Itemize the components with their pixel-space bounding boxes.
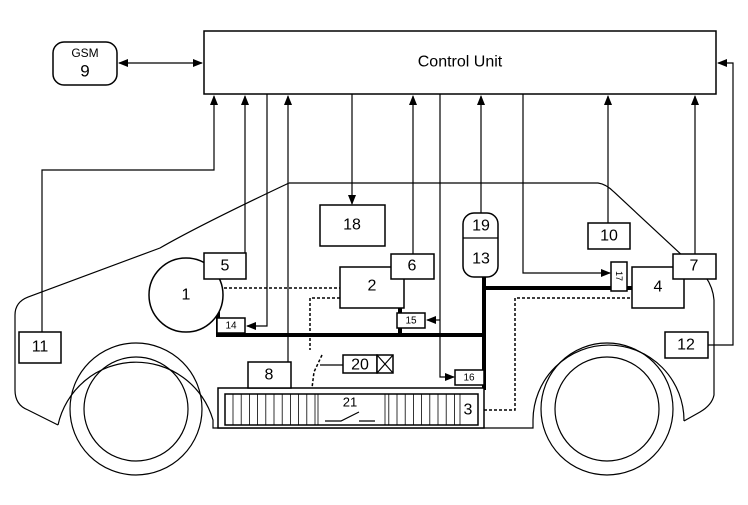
svg-text:14: 14 — [225, 321, 237, 332]
svg-text:5: 5 — [221, 258, 230, 275]
gsm-module: GSM 9 — [52, 41, 118, 86]
component-15: 15 — [396, 312, 426, 329]
svg-text:16: 16 — [463, 373, 475, 384]
gsm-number: 9 — [80, 62, 89, 81]
svg-text:19: 19 — [472, 218, 490, 235]
svg-text:20: 20 — [351, 357, 369, 374]
label-3: 3 — [464, 402, 473, 419]
svg-text:8: 8 — [265, 367, 274, 384]
gsm-title: GSM — [71, 46, 98, 60]
component-20: 20 — [342, 354, 394, 374]
svg-text:4: 4 — [654, 279, 663, 296]
battery-3: 21 3 — [217, 387, 485, 429]
rear-wheel — [540, 342, 674, 476]
front-wheel — [69, 342, 203, 476]
component-18: 18 — [319, 204, 386, 247]
label-21: 21 — [343, 395, 357, 410]
component-11: 11 — [18, 331, 62, 364]
component-17: 17 — [610, 261, 628, 292]
signal-lines — [41, 59, 734, 381]
svg-text:18: 18 — [343, 217, 361, 234]
svg-text:11: 11 — [32, 339, 49, 356]
cross-icon — [376, 354, 394, 374]
component-8: 8 — [247, 361, 292, 389]
component-5: 5 — [203, 252, 247, 280]
svg-text:6: 6 — [408, 258, 417, 275]
control-unit-label: Control Unit — [418, 54, 503, 71]
svg-text:1: 1 — [182, 287, 191, 304]
component-6: 6 — [390, 253, 435, 280]
svg-text:2: 2 — [368, 278, 377, 295]
component-10: 10 — [587, 222, 631, 250]
component-7: 7 — [672, 253, 717, 280]
svg-text:17: 17 — [614, 271, 624, 281]
dashed-links — [224, 287, 632, 411]
component-16: 16 — [454, 369, 485, 386]
component-12: 12 — [664, 331, 709, 359]
svg-text:13: 13 — [472, 251, 490, 268]
control-unit: Control Unit — [203, 30, 717, 95]
svg-text:12: 12 — [677, 337, 695, 354]
svg-text:15: 15 — [405, 316, 417, 327]
component-14: 14 — [216, 317, 246, 334]
component-19-13: 19 13 — [462, 212, 499, 278]
svg-text:7: 7 — [690, 258, 699, 275]
svg-text:10: 10 — [600, 228, 618, 245]
